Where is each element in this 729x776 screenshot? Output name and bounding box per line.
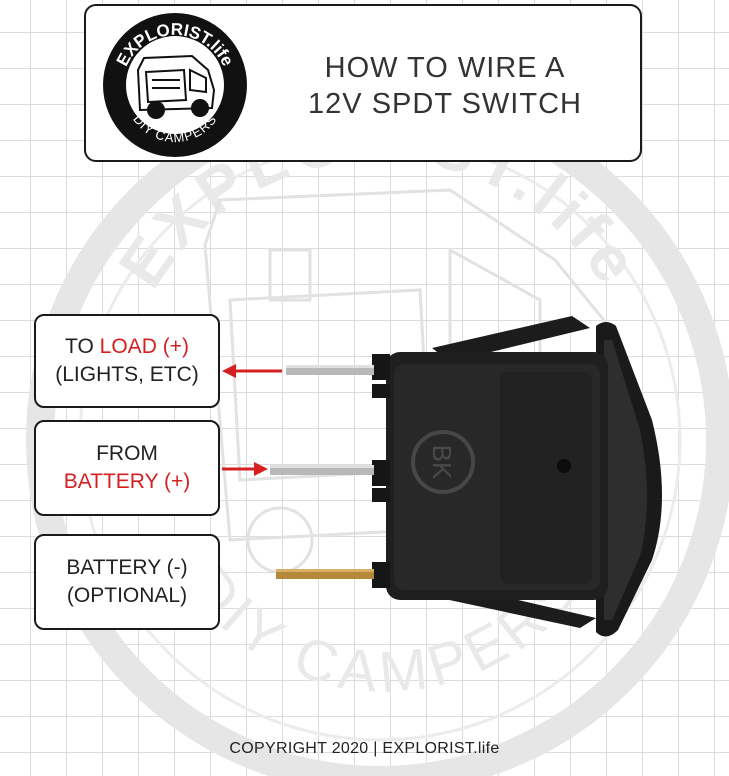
label-battery-negative-line-2: (OPTIONAL): [66, 584, 188, 607]
indicator-hole: [557, 459, 571, 473]
switch-body-panel: [500, 372, 592, 584]
arrow-battery-positive: [222, 462, 268, 476]
terminal-load: [286, 365, 374, 375]
arrow-load: [222, 364, 282, 378]
terminal-battery-positive: [270, 465, 374, 475]
label-to-load: TO LOAD (+) (LIGHTS, ETC): [34, 314, 220, 408]
page-title: HOW TO WIRE A 12V SPDT SWITCH: [270, 50, 620, 122]
label-battery-negative: BATTERY (-) (OPTIONAL): [34, 534, 220, 630]
bk-emblem-text: BK: [427, 445, 457, 480]
label-from-battery-line-1: FROM: [96, 442, 158, 465]
label-to-load-line-1: TO LOAD (+): [36, 333, 218, 361]
terminal-bases: [372, 354, 390, 588]
rocker-face: [604, 340, 647, 620]
terminal-battery-negative: [276, 569, 374, 579]
label-load-highlight: LOAD (+): [99, 335, 189, 358]
label-from-battery: FROM BATTERY (+): [34, 420, 220, 516]
label-to-load-prefix: TO: [65, 335, 100, 358]
copyright-footer: COPYRIGHT 2020 | EXPLORIST.life: [229, 740, 500, 757]
title-line-2: 12V SPDT SWITCH: [308, 88, 582, 120]
title-line-1: HOW TO WIRE A: [324, 52, 566, 84]
label-battery-negative-line-1: BATTERY (-): [66, 556, 188, 579]
explorist-logo: EXPLORIST.life DIY CAMPERS: [103, 13, 247, 157]
label-to-load-line-2: (LIGHTS, ETC): [55, 363, 199, 386]
label-battery-positive-highlight: BATTERY (+): [63, 470, 191, 493]
bk-emblem: [411, 430, 475, 494]
logo-van-icon: [136, 54, 216, 119]
